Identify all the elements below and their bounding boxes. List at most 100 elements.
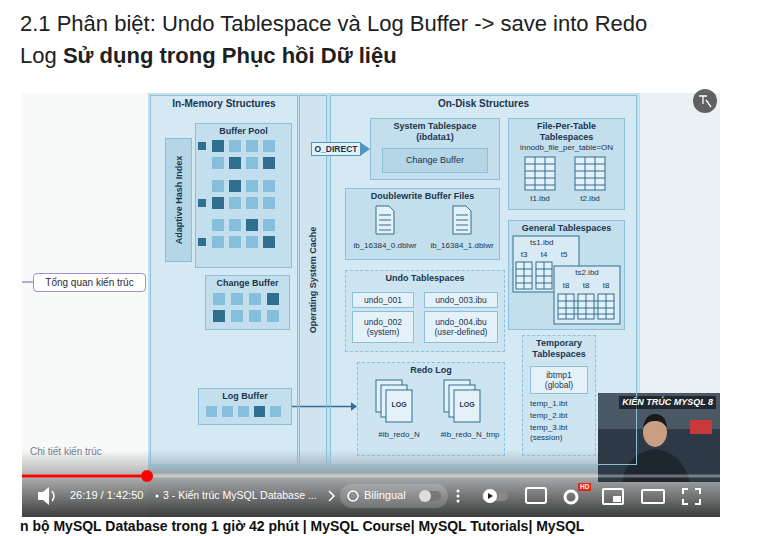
- table-name: t3: [521, 250, 528, 260]
- webcam-sign: [690, 420, 712, 434]
- page-square: [263, 180, 275, 192]
- table-name: t8: [563, 281, 570, 291]
- file-name: #ib_redo_N_tmp: [440, 430, 499, 440]
- file-name: ts2.ibd: [575, 268, 599, 278]
- autoplay-play: [488, 493, 493, 499]
- page-square: [246, 157, 258, 169]
- page-square: [229, 197, 241, 209]
- page-square: [246, 180, 258, 192]
- box-fill: [522, 335, 596, 456]
- connector-line: [292, 406, 351, 408]
- box-fill: [508, 220, 625, 330]
- menu-dot: [457, 495, 460, 498]
- table-name: t8: [583, 281, 590, 291]
- page-square: [249, 293, 261, 305]
- page-square: [267, 310, 279, 322]
- volume-icon: [38, 487, 49, 505]
- bilingual-icon: [348, 491, 358, 501]
- hash-square: [198, 238, 206, 246]
- heading-emphasis: Sử dụng trong Phục hồi Dữ liệu: [63, 43, 397, 68]
- page-square: [213, 293, 225, 305]
- grid-lines: [516, 262, 532, 289]
- page-square: [263, 157, 275, 169]
- menu-dot: [457, 490, 460, 493]
- grid-frame: [575, 157, 605, 190]
- hash-square: [198, 142, 206, 150]
- box-fill: [345, 188, 500, 260]
- mindmap-text: Chi tiết kiến trúc: [30, 446, 102, 458]
- temp-file-box: ibtmp1 (global): [530, 366, 588, 394]
- grid-lines: [558, 294, 614, 319]
- node-title: In-Memory Structures: [154, 98, 294, 110]
- node-title: Log Buffer: [202, 391, 288, 402]
- page-square: [249, 310, 261, 322]
- chapter-title: 3 - Kiến trúc MySQL Database ...: [163, 489, 317, 502]
- node-title: ibtmp1 (global): [533, 370, 585, 390]
- progress-track: [22, 475, 720, 478]
- menu-dot: [457, 500, 460, 503]
- toggle-knob: [419, 490, 431, 502]
- box-fill: [370, 118, 500, 180]
- page-square: [263, 197, 275, 209]
- page-square: [263, 219, 275, 231]
- page-square: [231, 293, 243, 305]
- node-title: File-Per-Table Tablespaces: [512, 121, 621, 143]
- theater-icon: [642, 490, 664, 503]
- box-fill: [530, 366, 588, 394]
- page-square: [222, 406, 233, 417]
- node-title: undo_002 (system): [355, 317, 411, 337]
- hash-square: [198, 199, 206, 207]
- fullscreen-icon: [683, 489, 700, 504]
- video-time: 26:19 / 1:42:50: [70, 489, 143, 502]
- hash-index-box: Adaptive Hash Index: [165, 138, 192, 262]
- page-square: [212, 140, 224, 152]
- general-tablespace-icons: [513, 236, 620, 324]
- page-square: [229, 157, 241, 169]
- node-title: On-Disk Structures: [334, 98, 633, 110]
- node-title: Buffer Pool: [199, 126, 288, 137]
- page-square: [246, 140, 258, 152]
- tablespace-group: [554, 266, 620, 324]
- panel-fill: [330, 95, 637, 465]
- buffer-pages: [198, 140, 275, 248]
- node-title: Tổng quan kiến trúc: [36, 277, 143, 289]
- file-per-table-box: File-Per-Table Tablespacesinnodb_file_pe…: [508, 118, 625, 210]
- captions-icon: [526, 488, 546, 503]
- file-name: t1.ibd: [530, 194, 550, 204]
- file-name: temp_1.ibt: [530, 399, 567, 409]
- node-title: Redo Log: [361, 365, 501, 376]
- page-square: [246, 219, 258, 231]
- log-buffer-box: Log Buffer: [198, 388, 292, 425]
- node-title: undo_003.ibu: [427, 295, 495, 305]
- webcam-caption: KIẾN TRÚC MYSQL 8: [619, 396, 716, 409]
- separator-dot: [156, 495, 159, 498]
- mindmap-node: Tổng quan kiến trúc: [33, 273, 146, 292]
- autoplay-knob: [483, 489, 497, 503]
- log-pages: [206, 406, 281, 417]
- node-title: General Tablespaces: [512, 223, 621, 234]
- box-fill: [352, 292, 414, 308]
- mindmap-line: [22, 281, 33, 283]
- file-name: t2.ibd: [580, 194, 600, 204]
- chevron-icon: [329, 491, 334, 501]
- page-square: [263, 140, 275, 152]
- page-square: [212, 180, 224, 192]
- undo-file-box: undo_002 (system): [352, 311, 414, 343]
- file-name: #ib_redo_N: [378, 430, 419, 440]
- page-square: [212, 236, 224, 248]
- memory-panel: In-Memory StructuresBuffer PoolAdaptive …: [150, 95, 298, 465]
- translate-glyph: [699, 96, 711, 107]
- video-title: n bộ MySQL Database trong 1 giờ 42 phút …: [20, 518, 584, 535]
- page-square: [229, 236, 241, 248]
- webcam-inset: [598, 393, 720, 482]
- undo-file-box: undo_004.ibu (user-defined): [424, 311, 498, 343]
- page-square: [231, 310, 243, 322]
- node-title: Operating System Cache: [308, 227, 319, 334]
- page-square: [267, 293, 279, 305]
- mindmap-fill: [33, 273, 146, 292]
- grid-lines: [525, 157, 555, 190]
- volume-wave: [52, 491, 54, 501]
- player-controls: [38, 484, 700, 508]
- table-name: t5: [561, 250, 568, 260]
